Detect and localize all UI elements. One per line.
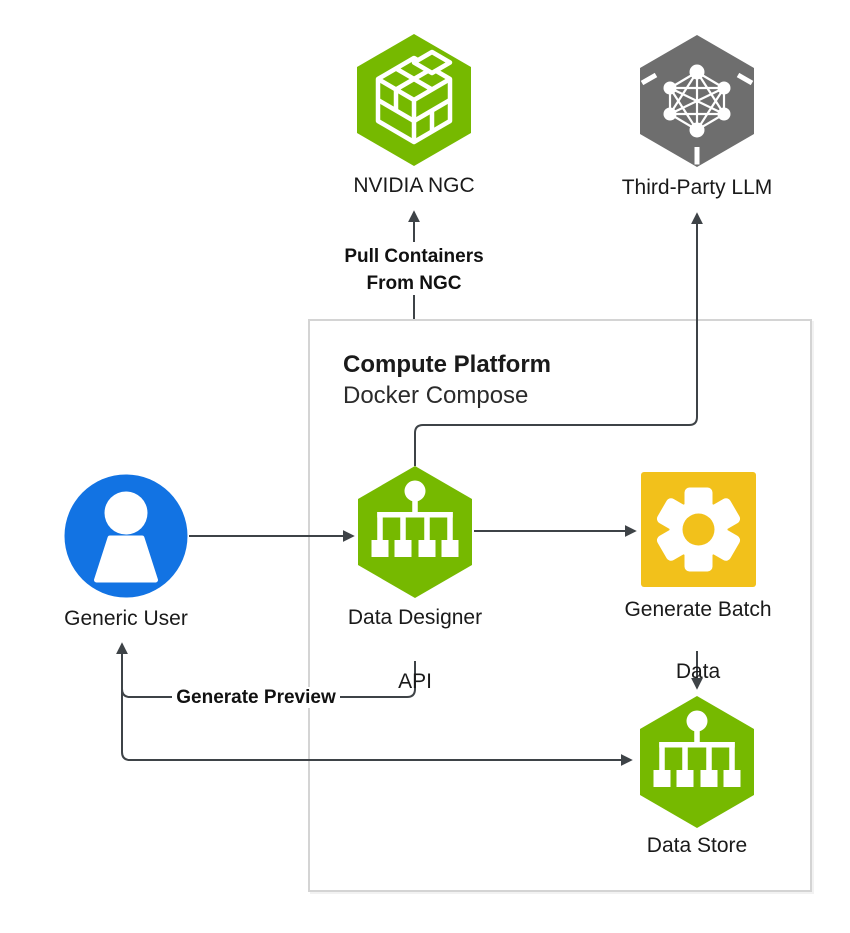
node-third-party-llm xyxy=(640,35,754,167)
edges xyxy=(116,210,703,766)
compute-platform-title: Compute Platform xyxy=(343,351,552,378)
node-generate-batch-data xyxy=(641,472,756,587)
gear-square-icon xyxy=(656,487,741,572)
user-circle-icon xyxy=(94,491,158,583)
label-nvidia-ngc: NVIDIA NGC xyxy=(353,174,475,197)
ngc-cube-hexagon-icon xyxy=(375,49,453,145)
neural-network-hexagon-icon xyxy=(640,64,754,165)
node-generic-user xyxy=(64,474,188,598)
node-data-designer-api xyxy=(358,466,472,598)
edge-user-to-store xyxy=(121,686,633,766)
compute-platform-title-block: Compute Platform Docker Compose xyxy=(343,350,551,412)
label-generate-batch-data: Generate Batch Data xyxy=(624,598,772,683)
label-third-party-llm: Third-Party LLM xyxy=(621,176,773,199)
compute-platform-subtitle: Docker Compose xyxy=(343,382,529,409)
label-generic-user: Generic User xyxy=(64,607,188,630)
label-pull-containers: Pull Containers From NGC xyxy=(344,246,484,294)
label-data-designer-api: Data Designer API xyxy=(347,606,483,693)
label-data-store: Data Store xyxy=(646,834,748,857)
edge-api-to-llm xyxy=(414,212,703,466)
label-generate-preview: Generate Preview xyxy=(136,684,376,711)
node-data-store xyxy=(640,696,754,828)
node-nvidia-ngc xyxy=(357,34,471,166)
